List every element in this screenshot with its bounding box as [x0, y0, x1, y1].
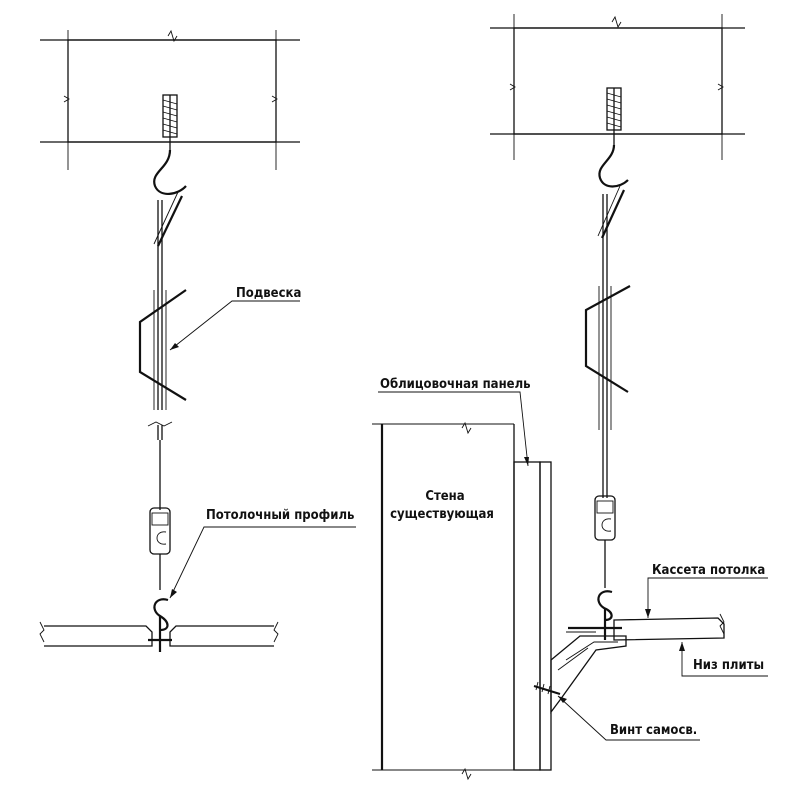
wall-label-line1: Стена: [425, 489, 464, 504]
panel-arrow: [524, 457, 529, 466]
wall-label-line2: существующая: [390, 507, 494, 522]
clip-left: [149, 507, 171, 590]
screw-leader: [557, 695, 700, 741]
cassette-arrow: [645, 609, 651, 618]
left-detail: Подвеска Потолочный профиль: [39, 29, 356, 652]
hook-right: [597, 144, 629, 239]
screw-arrow: [558, 696, 567, 703]
profile-leader: [169, 526, 356, 599]
anchor-right: [606, 87, 622, 145]
self-tapping-screw: [533, 681, 561, 696]
slab-bottom-label: Низ плиты: [693, 658, 764, 673]
existing-wall: [372, 421, 515, 781]
slab-bottom-arrow: [679, 642, 685, 651]
wall-bracket: [550, 626, 627, 714]
hanger-wire-left: [138, 200, 187, 510]
cladding-panel: [513, 461, 552, 771]
hanger-wire-right: [584, 194, 631, 498]
anchor-left: [162, 94, 178, 150]
cassette-leader: [647, 577, 768, 618]
ceiling-cassette-label: Кассета потолка: [652, 563, 765, 578]
right-detail: Облицовочная панель Стена существующая К…: [372, 14, 768, 781]
ceiling-tile-left: [39, 621, 279, 647]
hanger-leader: [169, 300, 300, 351]
hanger-label: Подвеска: [236, 286, 301, 301]
screw-label: Винт самосв.: [610, 723, 697, 738]
profile-arrow: [170, 589, 177, 598]
panel-leader: [378, 391, 529, 467]
ceiling-profile-label: Потолочный профиль: [206, 508, 354, 523]
cladding-panel-label: Облицовочная панель: [380, 377, 531, 392]
slab-bottom-leader: [681, 642, 768, 677]
ceiling-slab-right: [490, 14, 745, 160]
ceiling-profile-right: [597, 590, 613, 640]
clip-right: [594, 495, 616, 588]
ceiling-slab-left: [40, 29, 300, 170]
hook-left: [153, 149, 187, 247]
ceiling-cassette: [613, 613, 725, 641]
hanger-arrow: [170, 343, 179, 350]
